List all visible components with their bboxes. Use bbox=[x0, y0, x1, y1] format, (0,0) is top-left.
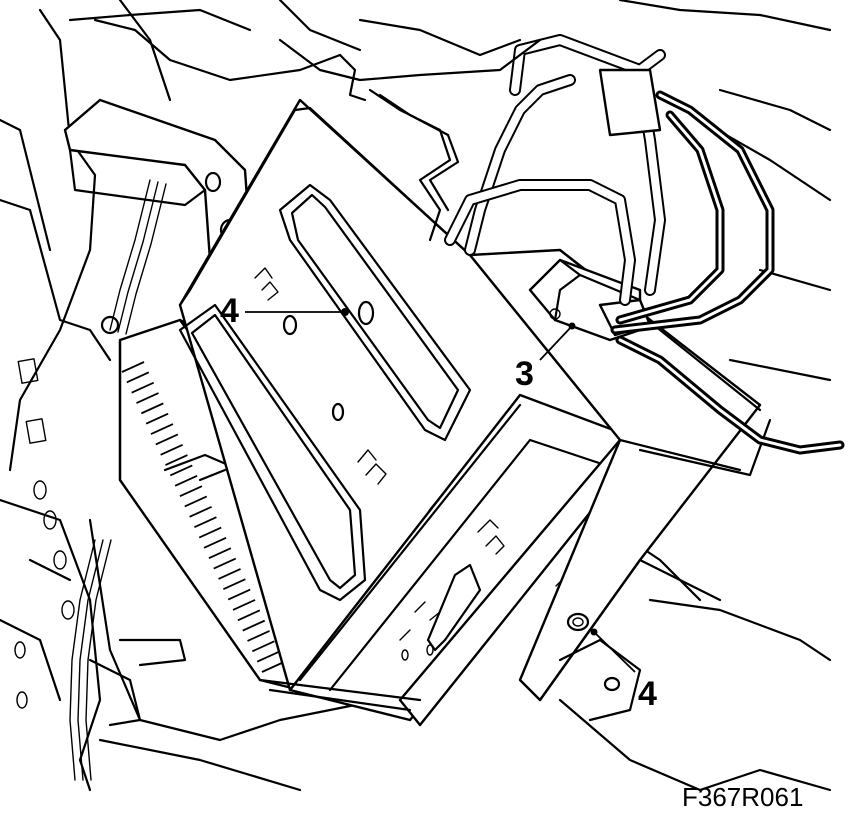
callout-label-top-left: 4 bbox=[220, 292, 239, 330]
heatsink-fin bbox=[256, 650, 280, 663]
callout-label-middle: 3 bbox=[515, 355, 534, 393]
heatsink-fin bbox=[232, 599, 256, 611]
heatsink-fin bbox=[203, 537, 227, 549]
leader-dot-middle bbox=[568, 322, 576, 330]
heatsink-fin bbox=[136, 392, 159, 404]
heatsink-fin bbox=[179, 485, 203, 497]
heatsink-fin bbox=[150, 423, 174, 435]
heatsink-fin bbox=[251, 640, 275, 653]
figure-code: F367R061 bbox=[682, 782, 803, 812]
heatsink-fin bbox=[213, 557, 237, 570]
heatsink-fin bbox=[155, 433, 179, 446]
heatsink-fin bbox=[174, 474, 198, 487]
heatsink-fin bbox=[208, 547, 232, 560]
heatsink-fin bbox=[237, 609, 261, 622]
fasteners bbox=[558, 612, 642, 722]
heatsink-fin bbox=[184, 495, 208, 508]
callout-leaders bbox=[245, 308, 636, 673]
leader-dot-top-left bbox=[341, 308, 349, 316]
heatsink-fin bbox=[165, 454, 188, 466]
heatsink-fin bbox=[227, 588, 251, 601]
heatsink-fin bbox=[121, 361, 145, 373]
heatsink-fin bbox=[198, 526, 222, 539]
heatsink-fin bbox=[131, 381, 155, 394]
left-wire-harness bbox=[69, 179, 187, 781]
heatsink-fins bbox=[121, 361, 285, 673]
heatsink-fin bbox=[189, 506, 212, 518]
heatsink-fin bbox=[242, 619, 266, 632]
heatsink-fin bbox=[140, 402, 164, 415]
heatsink-fin bbox=[247, 630, 270, 642]
heatsink-fin bbox=[223, 578, 246, 591]
leader-line-middle bbox=[539, 325, 573, 361]
callout-label-bottom-right: 4 bbox=[638, 675, 657, 713]
heatsink-fin bbox=[169, 464, 193, 477]
heatsink-fin bbox=[126, 371, 150, 384]
heatsink-fin bbox=[218, 568, 241, 580]
leader-dot-bottom-right bbox=[590, 628, 598, 636]
heatsink-fin bbox=[145, 412, 169, 425]
heatsink-fin bbox=[160, 443, 183, 456]
leader-line-bottom-right bbox=[593, 631, 636, 673]
heatsink-fin bbox=[194, 516, 217, 528]
heatsink-fin bbox=[261, 661, 285, 673]
cable-bundle bbox=[278, 34, 845, 455]
